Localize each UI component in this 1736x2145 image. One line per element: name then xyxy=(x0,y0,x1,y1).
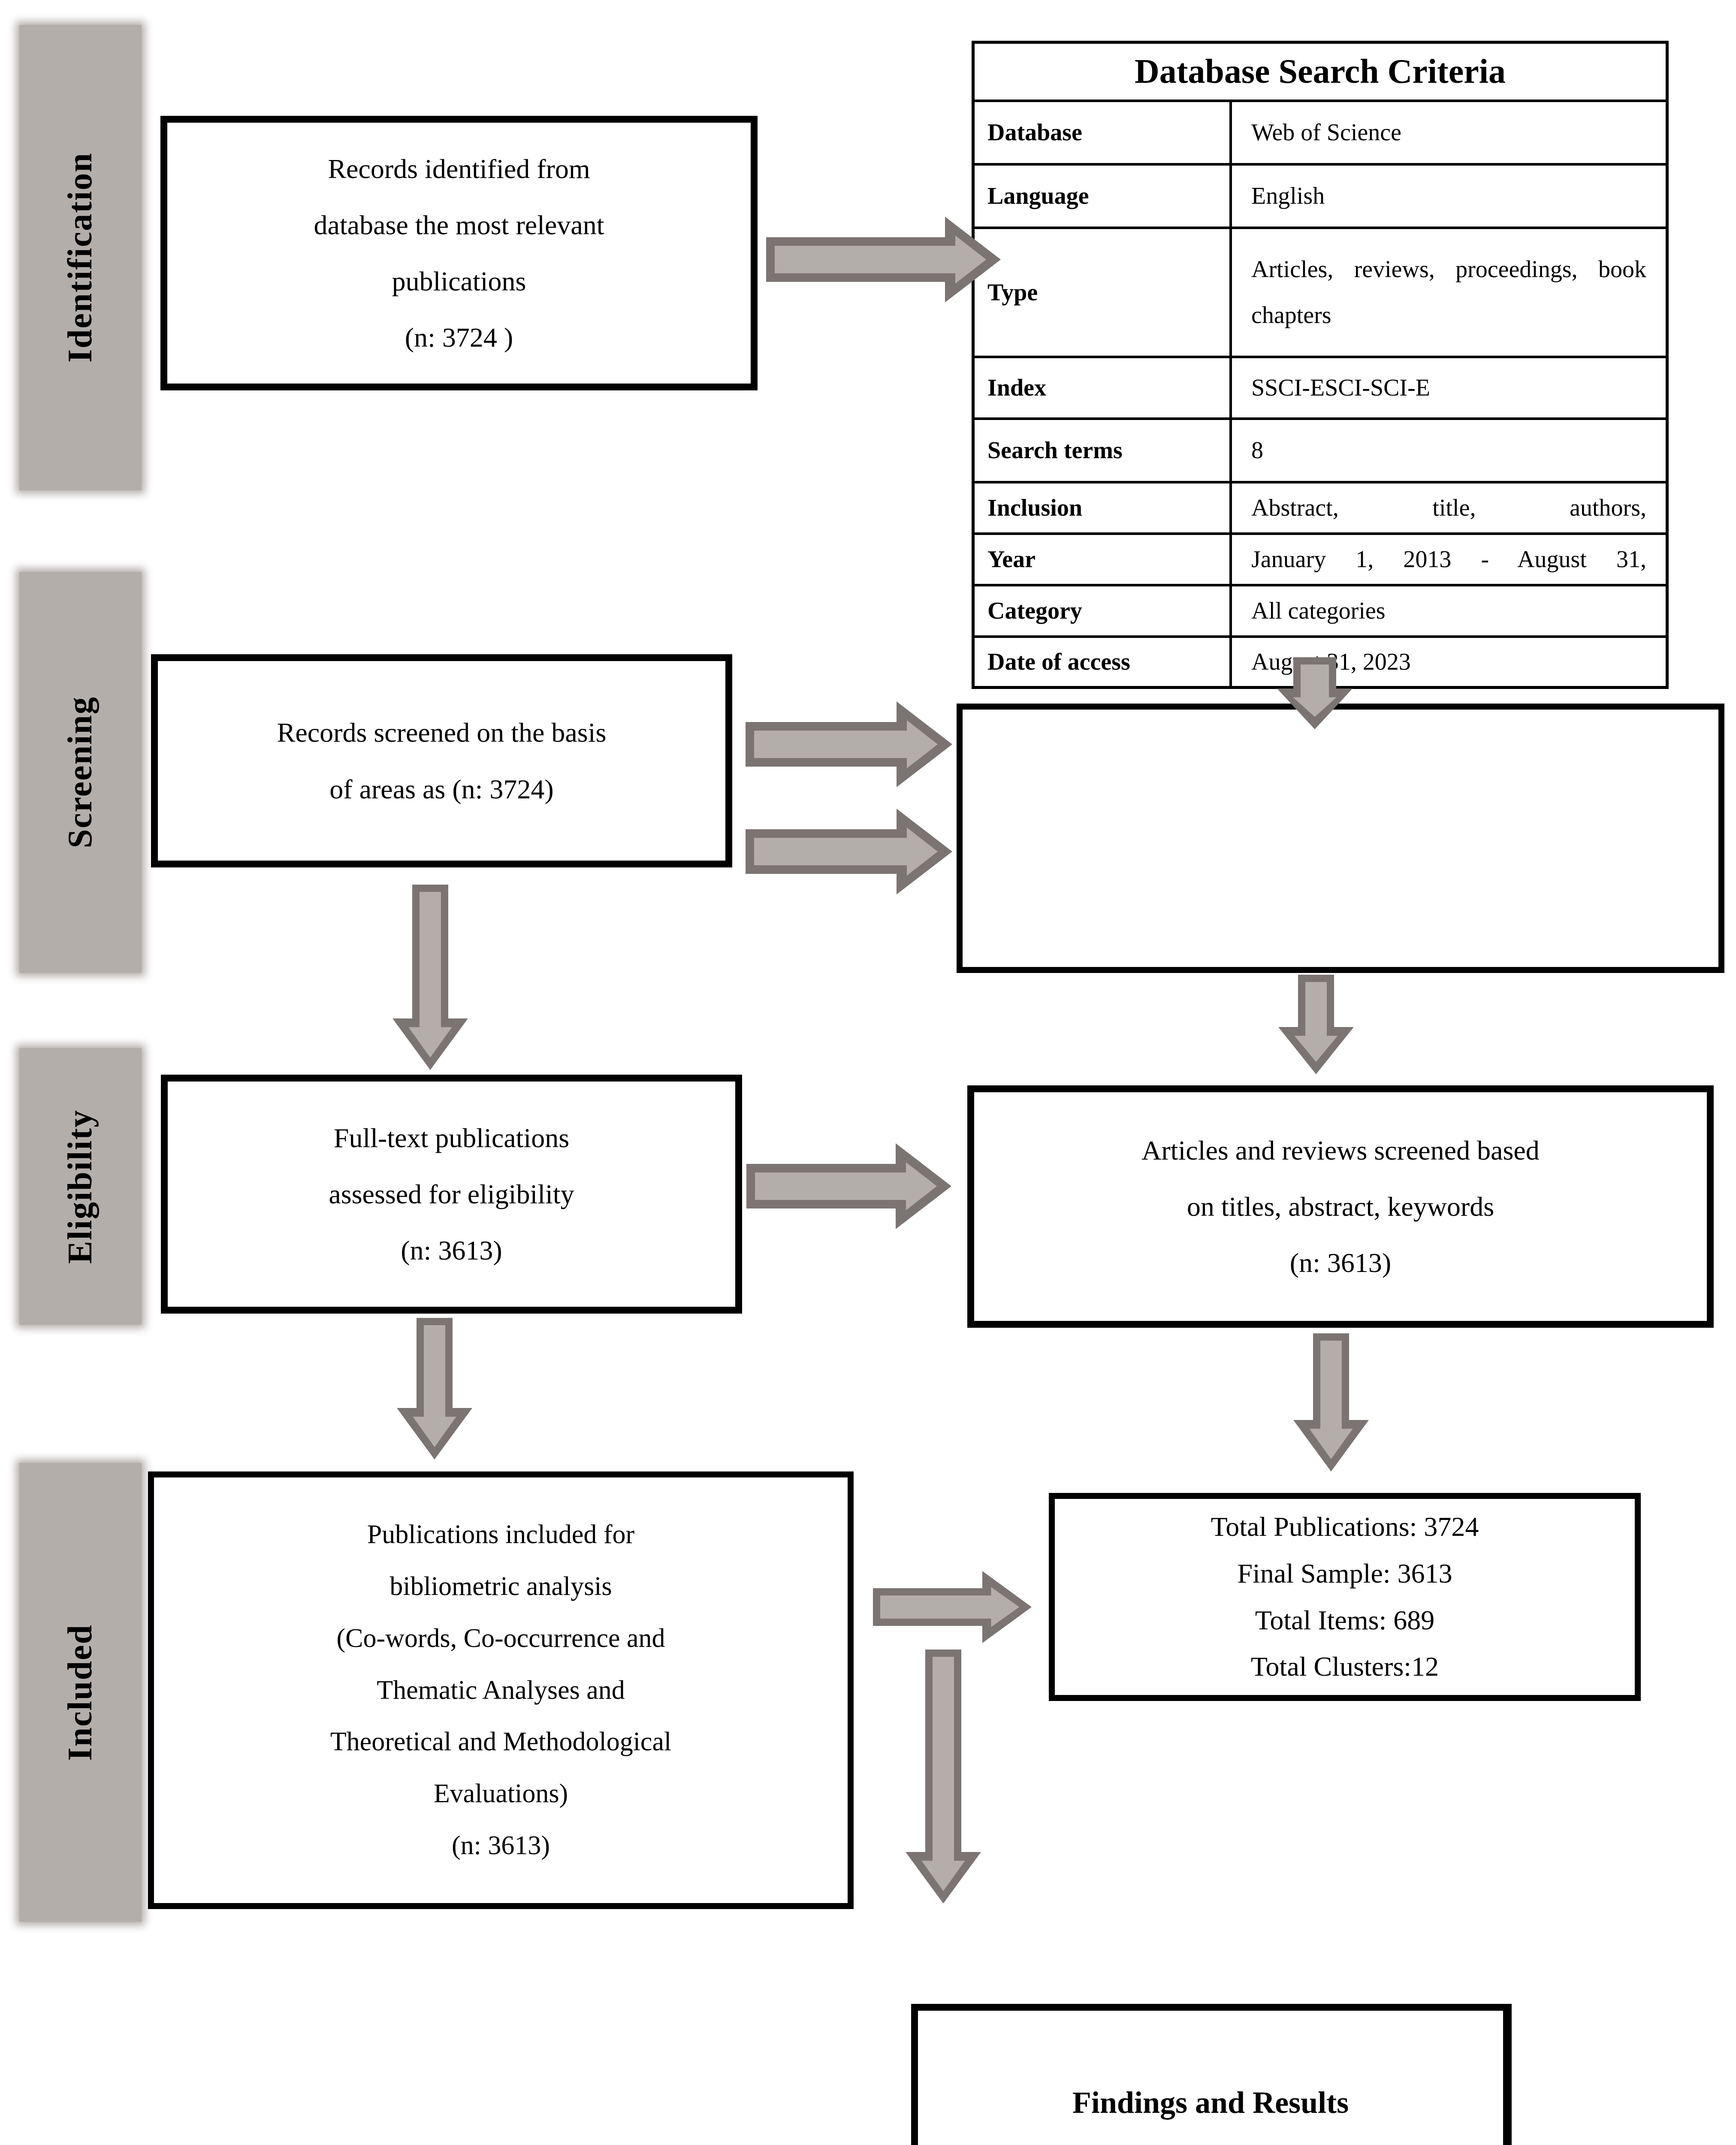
box-articles-screened-text: Articles and reviews screened based on t… xyxy=(1141,1135,1540,1278)
criteria-row-value: Articles, reviews, proceedings, book cha… xyxy=(1251,256,1646,329)
criteria-row-value: Abstract, title, authors, xyxy=(1251,494,1646,521)
stage-label-screening: Screening xyxy=(61,696,99,849)
criteria-table-row: Type Articles, reviews, proceedings, boo… xyxy=(975,229,1666,358)
criteria-row-label: Type xyxy=(975,229,1232,356)
criteria-row-label: Year xyxy=(975,535,1232,584)
arrow-identified-to-criteria xyxy=(766,217,1001,302)
box-totals: Total Publications: 3724 Final Sample: 3… xyxy=(1049,1493,1641,1701)
criteria-row-value: English xyxy=(1251,182,1325,209)
arrow-fulltext-right xyxy=(746,1143,951,1229)
criteria-row-value: January 1, 2013 - August 31, xyxy=(1251,546,1646,573)
stage-bar-included: Included xyxy=(19,1463,142,1922)
stage-bar-screening: Screening xyxy=(19,572,142,973)
stage-label-identification: Identification xyxy=(61,152,99,363)
stage-bar-identification: Identification xyxy=(19,25,142,490)
criteria-row-label: Inclusion xyxy=(975,483,1232,532)
box-articles-screened: Articles and reviews screened based on t… xyxy=(967,1085,1714,1328)
criteria-row-value: Web of Science xyxy=(1251,119,1401,146)
criteria-row-value: 8 xyxy=(1251,437,1263,464)
box-records-screened-text: Records screened on the basis of areas a… xyxy=(277,717,607,804)
criteria-table-row: Year January 1, 2013 - August 31, xyxy=(975,535,1666,586)
box-findings-text: Findings and Results xyxy=(1072,2085,1349,2120)
box-included-analysis: Publications included for bibliometric a… xyxy=(148,1471,854,1909)
criteria-table-row: Database Web of Science xyxy=(975,102,1666,166)
criteria-table-row: Index SSCI-ESCI-SCI-E xyxy=(975,358,1666,420)
arrow-screenresults-down xyxy=(1278,975,1354,1074)
box-findings: Findings and Results xyxy=(911,2004,1512,2145)
criteria-table-row: Category All categories xyxy=(975,586,1666,638)
screening-results-container xyxy=(957,704,1724,973)
stage-label-eligibility: Eligibility xyxy=(61,1109,99,1264)
box-totals-text: Total Publications: 3724 Final Sample: 3… xyxy=(1211,1511,1479,1682)
criteria-table: Database Search Criteria Database Web of… xyxy=(972,41,1669,689)
stage-bar-eligibility: Eligibility xyxy=(19,1048,142,1325)
criteria-table-row: Search terms 8 xyxy=(975,420,1666,483)
box-included-analysis-text: Publications included for bibliometric a… xyxy=(330,1520,672,1861)
criteria-row-label: Language xyxy=(975,166,1232,227)
box-fulltext-assessed-text: Full-text publications assessed for elig… xyxy=(329,1122,574,1266)
arrow-included-right xyxy=(873,1571,1032,1643)
criteria-table-row: Language English xyxy=(975,166,1666,229)
criteria-row-label: Date of access xyxy=(975,638,1232,686)
arrow-fulltext-down xyxy=(397,1318,472,1459)
criteria-row-value: SSCI-ESCI-SCI-E xyxy=(1251,374,1430,401)
arrow-screened-right-top xyxy=(746,701,952,787)
arrow-criteria-down xyxy=(1277,657,1353,729)
criteria-table-row: Inclusion Abstract, title, authors, xyxy=(975,483,1666,535)
arrow-articles-down xyxy=(1293,1333,1369,1471)
box-records-identified-text: Records identified from database the mos… xyxy=(314,153,604,353)
arrow-screened-down xyxy=(392,885,468,1070)
criteria-table-rows: Database Web of Science Language English… xyxy=(975,102,1666,686)
criteria-table-title: Database Search Criteria xyxy=(975,44,1666,102)
box-fulltext-assessed: Full-text publications assessed for elig… xyxy=(161,1075,742,1314)
criteria-row-value: All categories xyxy=(1251,597,1386,624)
criteria-row-label: Search terms xyxy=(975,420,1232,481)
box-records-identified: Records identified from database the mos… xyxy=(160,116,758,390)
box-records-screened: Records screened on the basis of areas a… xyxy=(151,654,732,867)
criteria-row-label: Index xyxy=(975,358,1232,417)
stage-label-included: Included xyxy=(61,1624,99,1761)
criteria-row-label: Database xyxy=(975,102,1232,163)
arrow-to-findings-down xyxy=(906,1650,981,1903)
arrow-screened-right-bottom xyxy=(746,809,952,894)
criteria-row-label: Category xyxy=(975,586,1232,635)
